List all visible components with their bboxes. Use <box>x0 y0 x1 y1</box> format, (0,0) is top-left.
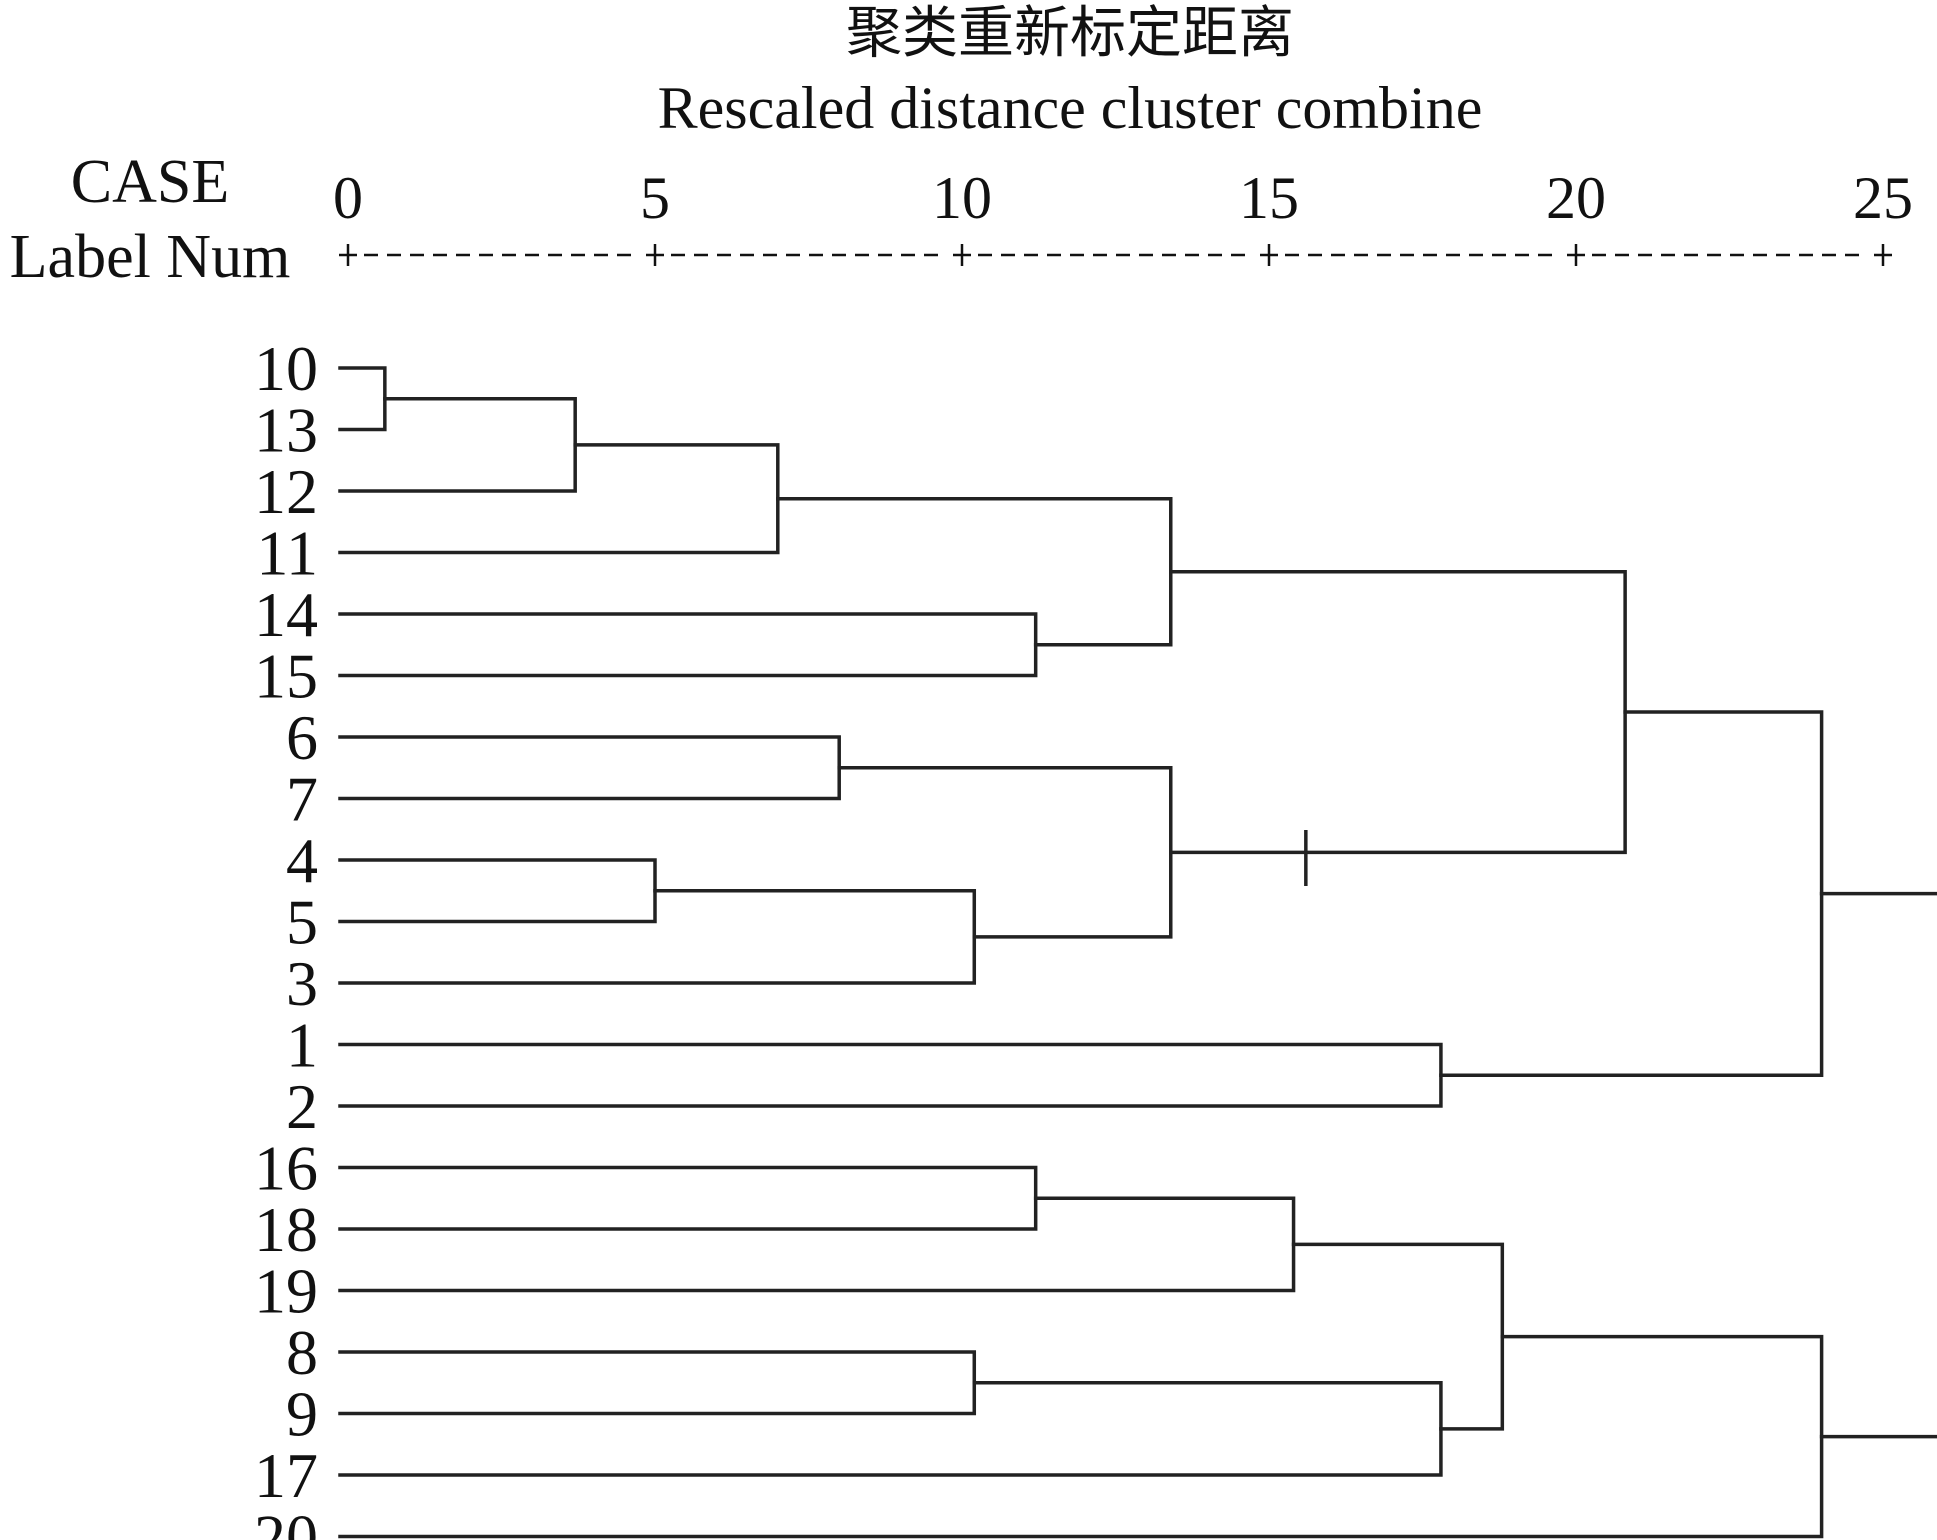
cluster-link <box>1291 1242 1505 1431</box>
cluster-link <box>837 766 1173 939</box>
case-header: CASE <box>71 148 229 216</box>
cluster-link <box>338 612 1038 678</box>
leaf-label: 10 <box>254 333 318 404</box>
leaf-label: 15 <box>254 641 318 712</box>
leaf-label: 14 <box>254 579 318 650</box>
cluster-link <box>776 496 1173 647</box>
leaf-label: 6 <box>286 702 318 773</box>
x-axis-ticks: 0 5 10 15 20 25 <box>333 165 1913 231</box>
leaf-label: 12 <box>254 456 318 527</box>
cluster-link <box>338 1334 1824 1539</box>
cluster-link <box>1819 891 1937 1439</box>
cluster-link <box>338 735 841 801</box>
x-tick-label: 20 <box>1546 165 1606 231</box>
leaf-label: 19 <box>254 1256 318 1327</box>
leaf-label: 4 <box>286 825 318 896</box>
leaf-label: 3 <box>286 948 318 1019</box>
leaf-label: 13 <box>254 395 318 466</box>
leaf-label: 20 <box>254 1502 318 1540</box>
x-tick-label: 15 <box>1239 165 1299 231</box>
leaf-label: 7 <box>286 764 318 835</box>
x-tick-label: 0 <box>333 165 363 231</box>
cluster-link <box>338 858 657 924</box>
leaf-label: 16 <box>254 1133 318 1204</box>
x-tick-label: 5 <box>640 165 670 231</box>
leaf-label: 1 <box>286 1010 318 1081</box>
leaf-label: 17 <box>254 1440 318 1511</box>
cluster-link <box>338 889 977 985</box>
dendrogram-links <box>338 366 1937 1539</box>
leaf-label: 5 <box>286 887 318 958</box>
cluster-link <box>338 1350 977 1416</box>
x-axis-line <box>339 244 1892 266</box>
cluster-link <box>338 397 577 493</box>
cluster-link <box>1439 710 1824 1077</box>
chart-title: 聚类重新标定距离 <box>846 3 1294 65</box>
cluster-link <box>338 1165 1038 1231</box>
x-tick-label: 25 <box>1853 165 1913 231</box>
cluster-link <box>338 1042 1443 1108</box>
leaf-label: 9 <box>286 1379 318 1450</box>
chart-subtitle: Rescaled distance cluster combine <box>658 75 1483 141</box>
cluster-link <box>1169 569 1627 855</box>
cluster-link <box>338 366 387 432</box>
cluster-link <box>338 1196 1296 1293</box>
leaf-label: 2 <box>286 1071 318 1142</box>
x-tick-label: 10 <box>932 165 992 231</box>
leaf-label: 18 <box>254 1194 318 1265</box>
leaf-label: 8 <box>286 1317 318 1388</box>
label-num-header: Label Num <box>10 223 291 291</box>
cluster-link <box>338 443 780 555</box>
leaf-label: 11 <box>256 518 318 589</box>
cluster-link <box>338 1381 1443 1477</box>
